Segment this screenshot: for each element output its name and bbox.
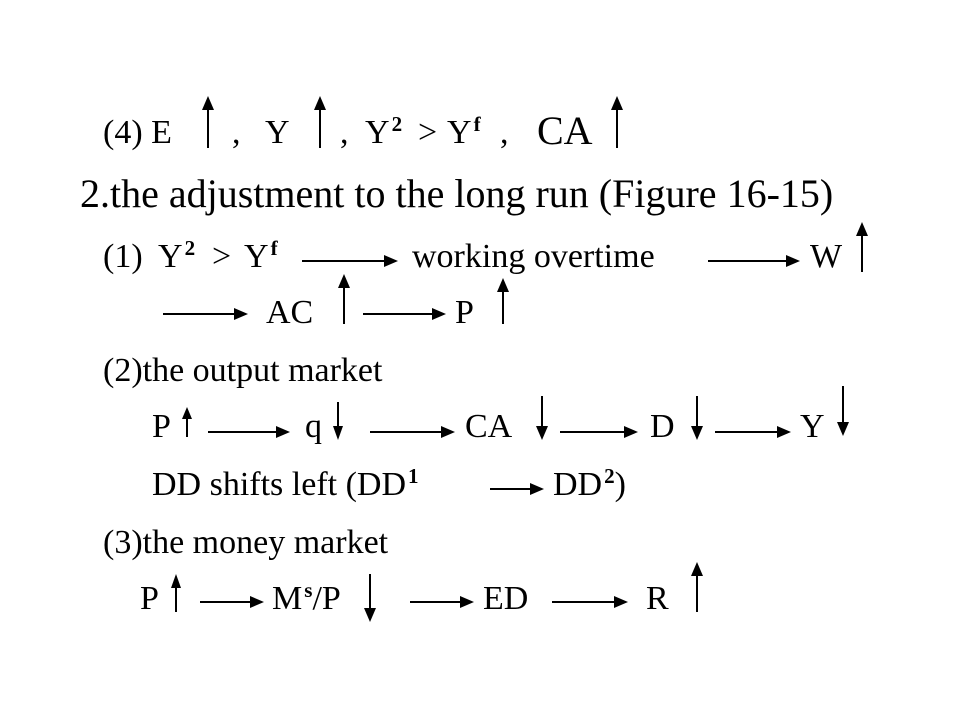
down-arrow-icon xyxy=(536,396,548,440)
step3-title: (3)the money market xyxy=(103,524,389,561)
step2-dd-shift: DD shifts left (DD1 xyxy=(152,464,419,503)
step2-dd2: DD2) xyxy=(553,464,626,503)
step1-y2: Y2 xyxy=(158,236,196,275)
right-arrow-icon xyxy=(208,426,290,438)
up-arrow-icon xyxy=(171,574,181,612)
right-arrow-icon xyxy=(302,255,398,267)
right-arrow-icon xyxy=(552,596,628,608)
up-arrow-icon xyxy=(856,222,868,272)
step1-label: (1) xyxy=(103,238,143,275)
right-arrow-icon xyxy=(715,426,791,438)
line1-label: (4) E xyxy=(103,114,172,151)
line1-greater-than: > xyxy=(418,114,438,151)
right-arrow-icon xyxy=(200,596,264,608)
line1-y: Y xyxy=(265,114,290,151)
step1-working-overtime: working overtime xyxy=(412,238,655,275)
up-arrow-icon xyxy=(611,96,623,148)
step1-w: W xyxy=(810,238,843,275)
section-heading: 2.the adjustment to the long run (Figure… xyxy=(80,171,834,216)
line1-yf: Yf xyxy=(447,112,481,151)
step2-y: Y xyxy=(800,408,825,445)
step2-p: P xyxy=(152,408,171,445)
line1-comma-3: , xyxy=(500,114,509,151)
right-arrow-icon xyxy=(363,308,446,320)
right-arrow-icon xyxy=(560,426,638,438)
up-arrow-icon xyxy=(497,278,509,324)
right-arrow-icon xyxy=(410,596,474,608)
step1-ac: AC xyxy=(266,294,314,331)
right-arrow-icon xyxy=(370,426,455,438)
step1-yf: Yf xyxy=(244,236,278,275)
step2-title: (2)the output market xyxy=(103,352,383,389)
down-arrow-icon xyxy=(364,574,376,622)
line1-ca: CA xyxy=(537,108,593,153)
step3-r: R xyxy=(646,580,669,617)
right-arrow-icon xyxy=(708,255,800,267)
step3-ms-p: Ms/P xyxy=(272,578,341,617)
line1-y2: Y2 xyxy=(365,112,403,151)
down-arrow-icon xyxy=(837,386,849,436)
step2-q: q xyxy=(305,408,322,445)
up-arrow-icon xyxy=(338,274,350,324)
step2-d: D xyxy=(650,408,675,445)
step3-ed: ED xyxy=(483,580,529,617)
step2-ca: CA xyxy=(465,408,513,445)
step1-p: P xyxy=(455,294,474,331)
down-arrow-icon xyxy=(691,396,703,440)
line1-comma-1: , xyxy=(232,114,241,151)
step1-greater-than: > xyxy=(212,238,232,275)
step3-p: P xyxy=(140,580,159,617)
up-arrow-icon xyxy=(202,96,214,148)
line1-comma-2: , xyxy=(340,114,349,151)
right-arrow-icon xyxy=(490,483,544,495)
up-arrow-icon xyxy=(314,96,326,148)
right-arrow-icon xyxy=(163,308,248,320)
down-arrow-icon xyxy=(333,402,343,440)
up-arrow-icon xyxy=(182,407,192,437)
up-arrow-icon xyxy=(691,562,703,612)
